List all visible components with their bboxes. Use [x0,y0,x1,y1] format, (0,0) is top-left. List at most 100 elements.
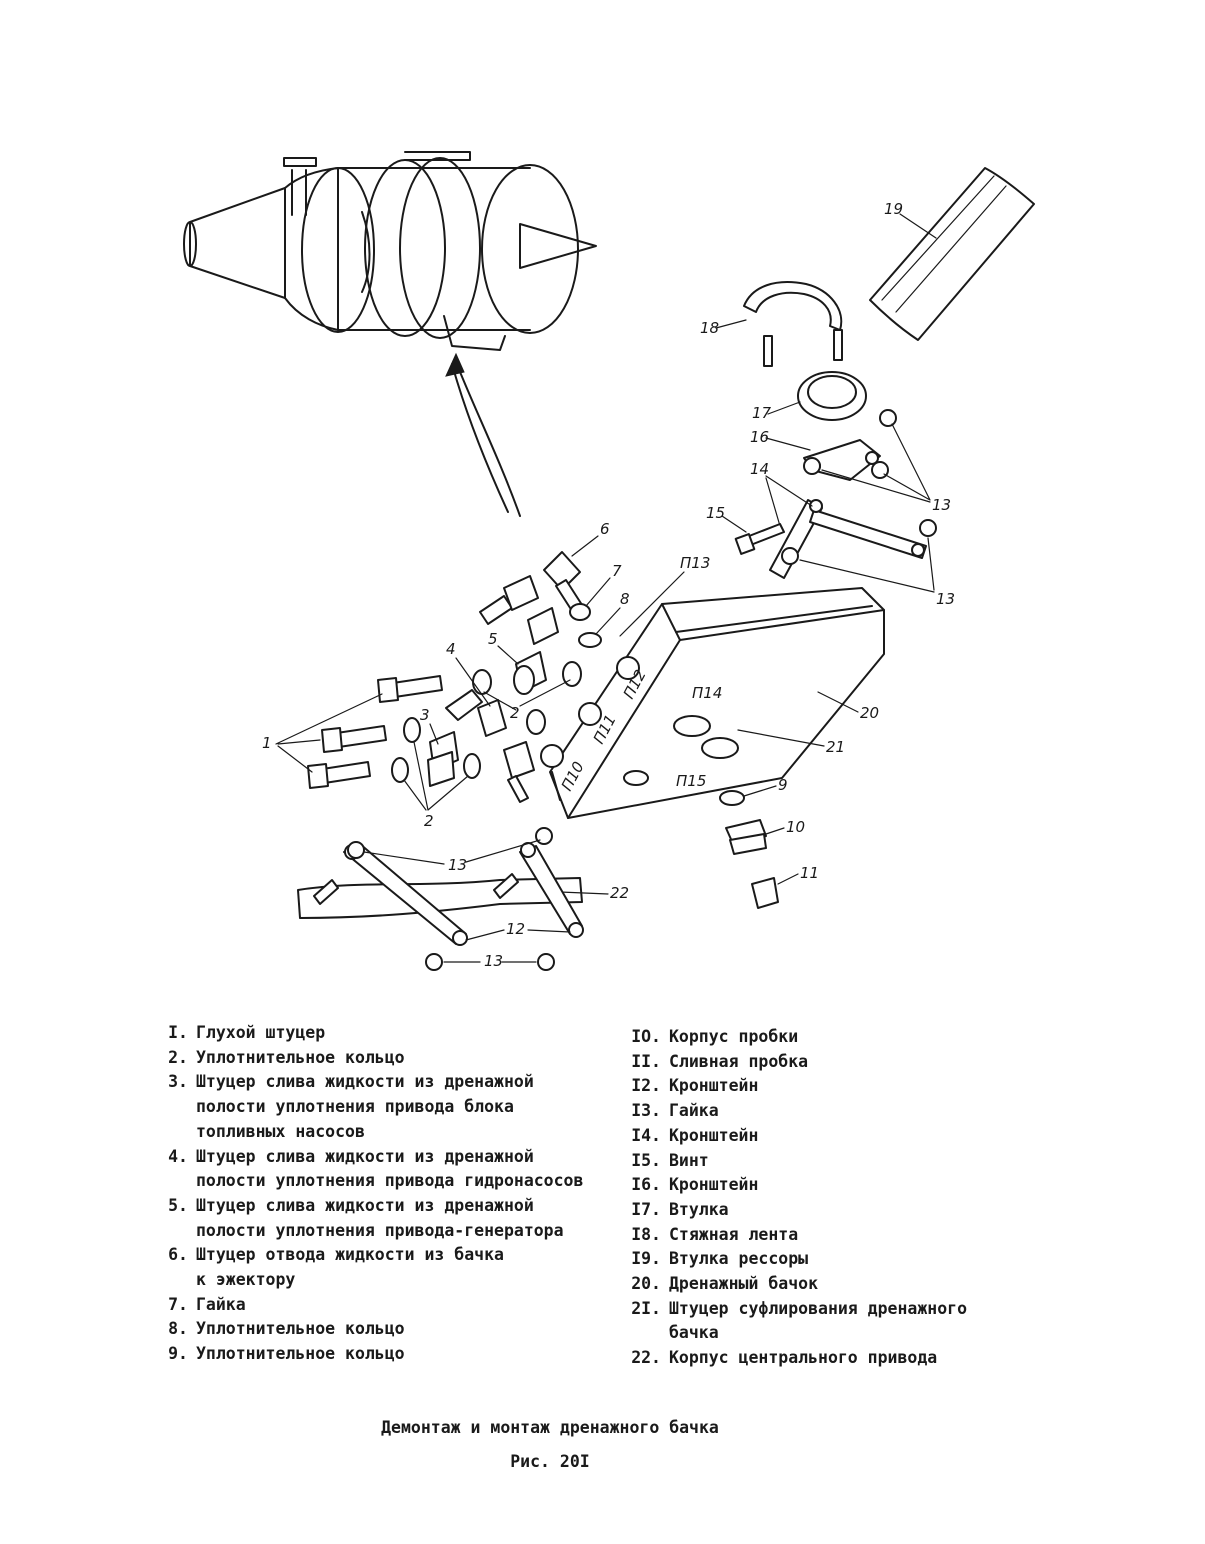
legend-item-number: 4. [168,1146,188,1166]
legend-item-number: I9. [631,1249,661,1269]
legend-item: 22. Корпус центрального привода [625,1346,1005,1371]
port-label-p14: П14 [692,684,722,702]
legend-item-number: I5. [631,1150,661,1170]
callout-13-right: 13 [936,590,955,608]
legend-item: 3. Штуцер слива жидкости из дренажной пол… [162,1070,612,1144]
legend-item-text: Гайка [669,1101,719,1121]
tension-band-part-18 [743,281,843,367]
legend-item-text: Корпус пробки [669,1027,799,1046]
callout-17: 17 [752,404,772,422]
callout-9: 9 [778,776,788,794]
legend-item: 8. Уплотнительное кольцо [162,1317,612,1342]
seal-rings-part-2-lower [391,717,481,783]
legend-item-text: Штуцер слива жидкости из дренажной полос… [196,1195,564,1240]
legend-item-number: I. [168,1023,188,1042]
sleeve-part-17 [797,371,867,421]
pump-drain-fitting-part-4 [445,689,535,803]
legend-item: 20. Дренажный бачок [625,1272,1005,1297]
callout-16: 16 [750,428,769,446]
exploded-assembly-drawing: 19 18 17 16 14 [183,151,1035,971]
callout-18: 18 [700,319,719,337]
legend-item: 2I. Штуцер суфлирования дренажного бачка [625,1297,1005,1346]
legend-item-text: Дренажный бачок [669,1274,819,1294]
legend-item: IO. Корпус пробки [625,1025,1005,1050]
drain-tank-part-20 [540,587,885,819]
plug-body-part-10 [725,819,767,855]
drain-plug-part-11 [751,877,779,909]
callout-4: 4 [446,640,456,658]
legend-item-text: Глухой штуцер [196,1023,326,1042]
nut-part-7 [569,603,591,621]
screw-part-15 [734,523,785,555]
legend-item: 4.Штуцер слива жидкости из дренажной пол… [162,1145,612,1194]
legend-item-text: Корпус центрального привода [669,1348,938,1368]
legend-item-number: I2. [631,1076,661,1096]
legend-item: 9. Уплотнительное кольцо [162,1342,612,1367]
legend-item-number: 20. [631,1274,661,1294]
legend-item-text: Уплотнительное кольцо [196,1344,405,1364]
ejector-fitting-part-6 [479,551,585,625]
legend-item-number: 9. [168,1344,188,1364]
figure-title: Демонтаж и монтаж дренажного бачка [381,1418,719,1437]
legend-item-text: Кронштейн [669,1175,759,1195]
legend-item-text: Штуцер слива жидкости из дренажной полос… [196,1072,534,1141]
legend-item-number: I4. [631,1125,661,1145]
callout-20: 20 [860,704,879,722]
legend-item-number: 5. [168,1195,188,1215]
callout-21: 21 [826,738,845,756]
legend-item-number: II. [631,1051,661,1071]
legend-item-text: Кронштейн [669,1076,759,1096]
legend-item-text: Винт [669,1150,709,1170]
spring-sleeve-part-19 [869,167,1035,341]
seal-rings-part-2-upper [472,661,582,735]
engine-unit-illustration [183,151,597,351]
legend-item-text: Гайка [196,1294,246,1314]
callout-19: 19 [884,200,903,218]
legend-item-text: Втулка [669,1199,729,1219]
legend-item: I4. Кронштейн [625,1124,1005,1149]
legend-item-number: 3. [168,1072,188,1092]
legend-item-number: I6. [631,1175,661,1195]
legend-item: I2. Кронштейн [625,1074,1005,1099]
legend-item: I5. Винт [625,1149,1005,1174]
legend-item-text: Уплотнительное кольцо [196,1047,405,1067]
legend-item-number: 7. [168,1294,188,1314]
legend-item-number: IO. [631,1027,661,1046]
callout-13-lower-top: 13 [448,856,467,874]
callout-2-upper: 2 [510,704,520,722]
figure-number: Рис. 20I [510,1452,590,1471]
legend-item: I6. Кронштейн [625,1173,1005,1198]
callout-7: 7 [612,562,622,580]
legend-item-number: 22. [631,1348,661,1368]
port-label-p13: П13 [680,554,710,572]
callout-6: 6 [600,520,610,538]
callout-5: 5 [488,630,498,648]
callout-14: 14 [750,460,769,478]
port-label-p15: П15 [676,772,706,790]
legend-item-text: Штуцер отвода жидкости из бачка к эжекто… [196,1245,504,1290]
callout-22: 22 [610,884,629,902]
legend-item: 6. Штуцер отвода жидкости из бачка к эжек… [162,1243,612,1292]
legend-item: I9.Втулка рессоры [625,1247,1005,1272]
legend-item-number: 2I. [631,1298,661,1318]
legend-item: I8.Стяжная лента [625,1223,1005,1248]
legend-item-number: 6. [168,1245,188,1265]
blind-fittings-part-1 [307,675,443,789]
callout-15: 15 [706,504,725,522]
legend-item-text: Уплотнительное кольцо [196,1319,405,1339]
legend-item-number: 2. [168,1047,188,1067]
callout-1: 1 [262,734,272,752]
callout-10: 10 [786,818,805,836]
legend-item-text: Штуцер суфлирования дренажного бачка [669,1298,968,1343]
bracket-part-14 [769,499,927,579]
legend-item-text: Кронштейн [669,1125,759,1145]
legend-item: I7.Втулка [625,1198,1005,1223]
callout-3: 3 [420,706,430,724]
callout-2-lower: 2 [424,812,434,830]
legend-item: I. Глухой штуцер [162,1021,612,1046]
nuts-part-13-upper [781,409,937,565]
legend-item-number: 8. [168,1319,188,1339]
legend-item-number: I8. [631,1224,661,1244]
